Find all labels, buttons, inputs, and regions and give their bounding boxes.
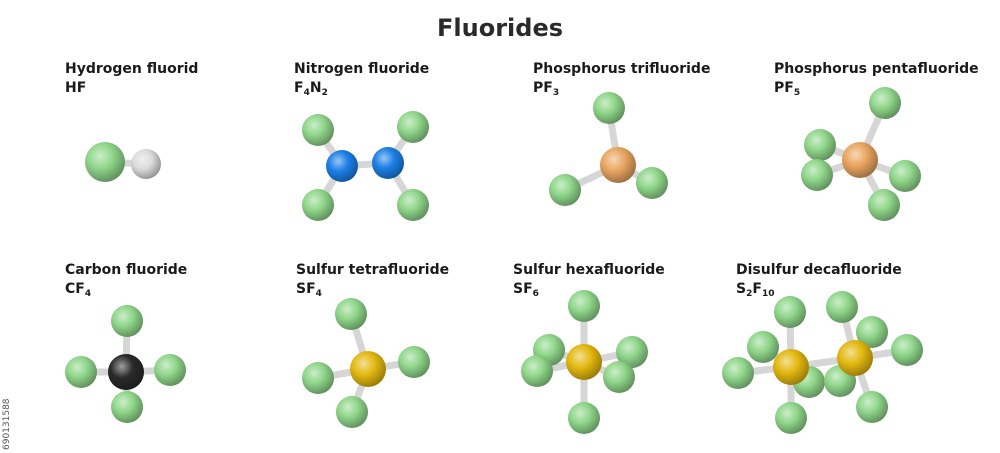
atom-N <box>372 147 404 179</box>
atom-F <box>603 361 635 393</box>
molecule-name: Sulfur hexafluoride <box>513 262 665 278</box>
molecule-formula: PF5 <box>774 80 801 98</box>
atom-F <box>722 357 754 389</box>
molecule-model-5 <box>302 298 430 428</box>
atom-S <box>566 344 602 380</box>
molecule-label-2: Phosphorus trifluoride PF3 <box>533 60 710 103</box>
molecule-name: Phosphorus trifluoride <box>533 61 711 77</box>
atom-F <box>302 189 334 221</box>
atom-S <box>350 351 386 387</box>
atom-F <box>85 142 125 182</box>
atom-F <box>302 114 334 146</box>
atom-F <box>568 402 600 434</box>
atom-C <box>108 354 144 390</box>
atom-P <box>600 147 636 183</box>
atom-F <box>616 336 648 368</box>
molecule-name: Phosphorus pentafluoride <box>774 61 979 77</box>
molecule-model-6 <box>521 290 648 434</box>
atom-F <box>826 291 858 323</box>
atom-F <box>856 391 888 423</box>
atom-F <box>868 189 900 221</box>
atom-H <box>131 149 161 179</box>
atom-F <box>869 87 901 119</box>
molecule-formula: S2F10 <box>736 281 775 299</box>
page-title: Fluorides <box>437 14 563 42</box>
atom-F <box>111 305 143 337</box>
molecule-label-3: Phosphorus pentafluoride PF5 <box>774 60 979 103</box>
atom-F <box>397 111 429 143</box>
atom-N <box>326 150 358 182</box>
atom-F <box>521 355 553 387</box>
atom-F <box>891 334 923 366</box>
atom-F <box>154 354 186 386</box>
atom-F <box>336 396 368 428</box>
molecule-name: Sulfur tetrafluoride <box>296 262 450 278</box>
molecule-model-7 <box>722 291 923 434</box>
molecule-name: Hydrogen fluorid <box>65 61 199 77</box>
molecule-formula: F4N2 <box>294 80 328 98</box>
molecule-model-4 <box>65 305 186 423</box>
atom-F <box>397 189 429 221</box>
atom-F <box>747 331 779 363</box>
molecule-formula: CF4 <box>65 281 92 299</box>
molecule-label-5: Sulfur tetrafluoride SF4 <box>296 261 449 304</box>
atom-F <box>302 362 334 394</box>
atom-F <box>775 402 807 434</box>
molecule-label-7: Disulfur decafluoride S2F10 <box>736 261 902 304</box>
atom-F <box>111 391 143 423</box>
molecule-formula: PF3 <box>533 80 560 98</box>
molecule-formula: SF6 <box>513 281 539 299</box>
molecule-formula: SF4 <box>296 281 322 299</box>
molecule-model-3 <box>801 87 921 221</box>
atom-S <box>837 340 873 376</box>
atom-F <box>856 316 888 348</box>
atom-F <box>801 159 833 191</box>
atom-F <box>65 356 97 388</box>
molecule-label-6: Sulfur hexafluoride SF6 <box>513 261 665 304</box>
molecule-label-4: Carbon fluoride CF4 <box>65 261 187 304</box>
molecule-name: Nitrogen fluoride <box>294 61 430 77</box>
atom-F <box>774 296 806 328</box>
molecule-model-1 <box>302 111 429 221</box>
molecule-formula: HF <box>65 80 87 96</box>
atom-F <box>398 346 430 378</box>
atom-F <box>549 174 581 206</box>
atom-F <box>889 160 921 192</box>
molecule-label-1: Nitrogen fluoride F4N2 <box>294 60 429 103</box>
atom-F <box>593 92 625 124</box>
molecule-model-0 <box>85 142 161 182</box>
atom-F <box>568 290 600 322</box>
atom-F <box>804 129 836 161</box>
atom-F <box>636 167 668 199</box>
molecule-name: Carbon fluoride <box>65 262 188 278</box>
atom-P <box>842 142 878 178</box>
atom-F <box>335 298 367 330</box>
stock-id: 690131588 <box>2 398 12 450</box>
molecule-name: Disulfur decafluoride <box>736 262 902 278</box>
atom-S <box>773 349 809 385</box>
molecule-label-0: Hydrogen fluorid HF <box>65 60 198 98</box>
molecule-model-2 <box>549 92 668 206</box>
